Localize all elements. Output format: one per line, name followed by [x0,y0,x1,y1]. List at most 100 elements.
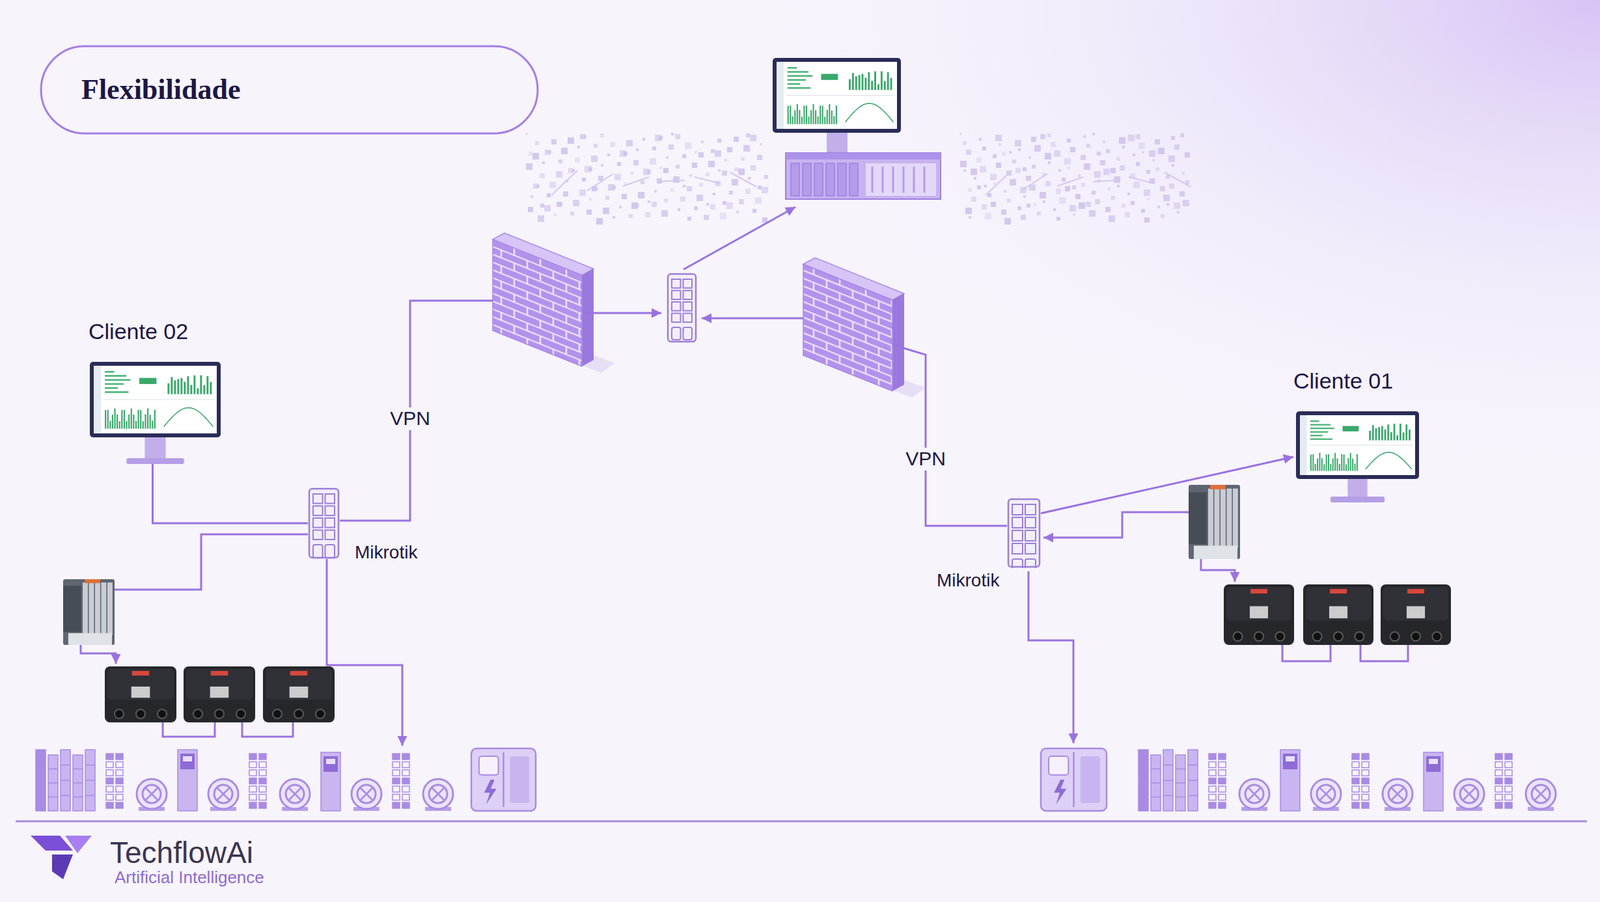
pixel-dot [1034,145,1041,152]
firewall-side [581,268,594,367]
pixel-dot [727,147,733,153]
pixel-dot [993,182,996,185]
grid-cell [1351,753,1360,760]
switch-port [1025,504,1036,515]
pixel-dot [1066,138,1071,143]
pixel-dot [649,158,657,165]
fan-blade [360,788,373,800]
switch-port [1012,559,1023,569]
grid-cell [1218,778,1226,785]
drive-body [177,749,198,812]
pixel-dot [549,181,556,189]
screen-bar [794,110,796,124]
pixel-dot [1143,189,1151,196]
chassis-bay [826,163,835,196]
grid-cell [115,802,124,809]
pixel-dot [1061,177,1066,182]
screen-bar [1343,454,1345,471]
screen-bar [1310,454,1312,471]
screen-hbar [1310,434,1323,437]
pixel-dot [1096,151,1101,156]
pixel-dot [971,196,977,202]
router-label: Mikrotik [936,570,1000,592]
wire [162,722,215,737]
grid-cell [1218,794,1226,801]
pixel-dot [1100,160,1106,166]
rack-line [1150,796,1161,799]
pixel-dot [719,212,727,220]
pixel-dot [1083,163,1091,170]
switch-port [1012,530,1023,541]
pixel-dot [675,164,680,169]
logo-mark [52,854,73,880]
screen-sidebar [93,365,101,434]
pixel-line [1128,177,1155,184]
pixel-dot [1180,133,1185,138]
rack-line [60,764,71,767]
pixel-dot [740,156,745,161]
grid-cell [1361,778,1369,785]
pixel-dot [1031,136,1037,142]
pixel-dot [670,188,675,193]
fan-icon [1310,779,1341,812]
title: Flexibilidade [81,73,241,107]
pixel-dot [1022,167,1027,172]
switch-port [671,313,681,323]
fan-ring [208,779,239,810]
screen-bar [167,383,170,395]
grid-cell [1495,778,1503,785]
pixel-dot [1110,167,1116,174]
pixel-dot [675,134,681,140]
pixel-dot [1018,148,1021,152]
screen-bar [135,421,137,429]
pixel-dot [1154,139,1160,145]
grid-cell [115,770,124,776]
pixel-dot [1094,199,1101,205]
pixel-dot [591,155,598,163]
grid-icon [392,753,410,809]
pixel-dot [1003,190,1007,193]
fan-icon [1454,779,1485,812]
pixel-dot [665,156,669,159]
drive-icon [320,752,341,812]
cabinet-window [1048,756,1069,776]
screen-hbar [104,371,115,373]
plc-module [89,582,95,636]
chassis-slot [913,166,916,193]
grid-cell [1504,762,1513,769]
pixel-dot [738,199,745,205]
drive-display [182,756,193,762]
grid-cell [1361,770,1369,776]
wire [1282,645,1331,662]
pixel-dot [755,197,762,204]
pixel-dot [1111,195,1116,200]
router-label: Mikrotik [354,542,418,564]
grid-cell [1208,762,1216,769]
fan-blade [432,788,444,800]
screen-bar [803,105,805,124]
detector-lid [107,669,174,700]
pixel-dot [759,143,763,146]
pixel-dot [605,195,610,200]
pixel-dot [1091,190,1096,195]
pixel-dot [976,157,982,163]
screen-bar [887,72,890,90]
gas-detector [1303,584,1374,646]
plc-module [1208,488,1214,549]
screen-bar [890,78,893,90]
pixel-dot [1118,137,1126,144]
monitor-icon [89,361,221,465]
screen-bar [107,410,109,429]
pixel-dot [1064,158,1071,165]
screen-bar [121,410,123,429]
client-monitor: Cliente 01 [1296,411,1420,503]
pixel-dot [749,134,757,142]
screen-bar [173,380,176,394]
detector-gland [1254,632,1264,642]
switch-port [683,327,693,340]
detector-gland [236,709,246,719]
detector-label [1406,606,1425,619]
plc-module [95,582,101,636]
screen-bar [1384,429,1387,441]
client-label: Cliente 02 [88,318,189,345]
